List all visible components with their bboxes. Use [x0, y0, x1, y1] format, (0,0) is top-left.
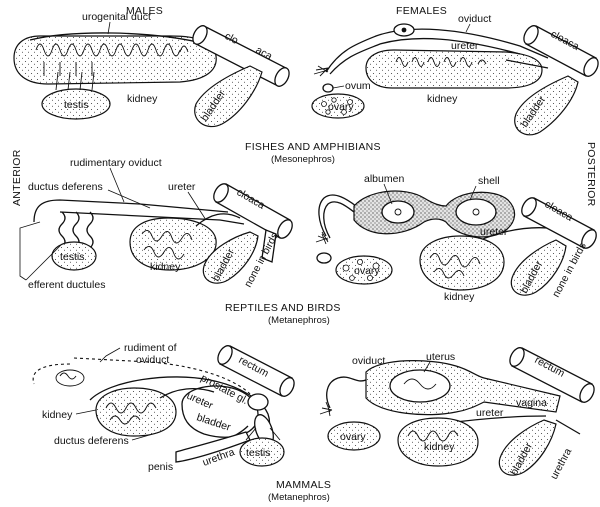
fish-female-diagram: FEMALES oviduct ureter cloaca ovum ovary… — [311, 5, 599, 136]
fish-male-urogenital-duct-label: urogenital duct — [82, 11, 151, 23]
fish-male-kidney — [13, 35, 217, 85]
reptile-male-ductus-deferens — [59, 211, 245, 225]
mammal-male-testis — [239, 437, 285, 467]
reptile-male-rudimentary-oviduct-label: rudimentary oviduct — [70, 157, 162, 169]
mammal-female-diagram: oviduct uterus rectum vagina ureter ovar… — [319, 347, 595, 481]
reptile-male-kidney — [129, 217, 217, 271]
mammal-female-urethra — [555, 419, 581, 435]
reptile-male-diagram: rudimentary oviduct ductus deferens uret… — [19, 157, 293, 291]
reptile-male-kidney-label: kidney — [150, 261, 181, 273]
fish-male-testis-label: testis — [64, 99, 89, 111]
reptile-male-rudimentary-oviduct — [33, 199, 229, 223]
column-female-title: FEMALES — [396, 5, 447, 17]
fish-female-kidney-label: kidney — [427, 93, 458, 105]
fish-female-ovary-label: ovary — [328, 101, 354, 113]
reptile-male-efferent-ductules-label: efferent ductules — [28, 279, 105, 291]
fish-female-bladder — [514, 75, 579, 136]
section-reptile-title: REPTILES AND BIRDS — [225, 302, 341, 314]
reptile-male-ureter-label: ureter — [168, 181, 196, 193]
fish-male-clo-label: clo — [223, 30, 241, 47]
mammal-male-penis-label: penis — [148, 461, 173, 473]
mammal-female-kidney-label: kidney — [424, 441, 455, 453]
reptile-female-oviduct — [318, 194, 357, 237]
mammal-male-kidney — [95, 387, 177, 437]
mammal-female-uterus-label: uterus — [426, 351, 455, 363]
mammal-female-ovary — [327, 421, 381, 451]
reptile-female-shell-label: shell — [478, 175, 500, 187]
mammal-female-kidney — [397, 417, 479, 467]
reptile-female-albumen-label: albumen — [364, 173, 404, 185]
reptile-male-ductus-deferens-label: ductus deferens — [28, 181, 103, 193]
mammal-female-vagina-label: vagina — [516, 397, 547, 409]
mammal-male-testis-label: testis — [246, 447, 271, 459]
reptile-female-ureter-label: ureter — [480, 226, 508, 238]
orientation-anterior: ANTERIOR — [11, 149, 23, 206]
reptile-male-ureter — [195, 213, 241, 227]
section-fish-title: FISHES AND AMPHIBIANS — [245, 141, 381, 153]
reptile-female-bladder — [510, 239, 567, 296]
fish-male-testis — [41, 88, 111, 120]
mammal-female-oviduct — [326, 376, 367, 409]
mammal-male-diagram: rudiment of oviduct rectum prostate gl. … — [32, 342, 295, 473]
fish-male-tubules — [35, 43, 189, 76]
section-reptile-subtitle: (Metanephros) — [268, 315, 330, 326]
mammal-male-kidney-label: kidney — [42, 409, 73, 421]
mammal-male-prostate — [247, 393, 269, 411]
reptile-female-ovary-label: ovary — [354, 265, 380, 277]
reptile-female-kidney — [419, 235, 505, 291]
reptile-male-bladder — [202, 231, 259, 284]
column-male-title: MALES — [126, 5, 163, 17]
section-mammal-subtitle: (Metanephros) — [268, 492, 330, 503]
reptile-female-diagram: albumen shell ureter cloaca ovary kidney… — [315, 173, 597, 303]
mammal-male-rudiment-oviduct — [32, 357, 251, 395]
reptile-female-kidney-label: kidney — [444, 291, 475, 303]
fish-female-ureter — [505, 59, 549, 69]
mammal-male-ureter — [159, 387, 215, 399]
section-fish-subtitle: (Mesonephros) — [271, 154, 335, 165]
fish-male-diagram: urogenital duct clo aca kidney testis bl… — [13, 11, 290, 128]
mammal-male-ductus-deferens-label: ductus deferens — [54, 435, 129, 447]
reptile-male-testis — [51, 241, 97, 271]
fish-female-ovum — [322, 83, 334, 93]
mammal-male-oviduct-label: oviduct — [136, 354, 169, 366]
fish-female-kidney — [365, 49, 543, 89]
mammal-female-oviduct-label: oviduct — [352, 355, 385, 367]
orientation-posterior: POSTERIOR — [585, 142, 597, 207]
fish-female-ureter-label: ureter — [451, 40, 479, 52]
reptile-male-testis-label: testis — [60, 251, 85, 263]
mammal-female-ureter-label: ureter — [476, 407, 504, 419]
mammal-female-bladder — [498, 419, 557, 476]
section-mammal-title: MAMMALS — [276, 479, 331, 491]
mammal-female-urethra-label: urethra — [548, 446, 574, 481]
mammal-female-ovary-label: ovary — [340, 431, 366, 443]
fish-female-oviduct-label: oviduct — [458, 13, 491, 25]
fish-female-ovum-label: ovum — [345, 80, 371, 92]
fish-male-kidney-label: kidney — [127, 93, 158, 105]
mammal-male-rudiment-of-label: rudiment of — [124, 342, 177, 354]
fish-female-oviduct — [325, 28, 549, 73]
fish-male-bladder — [194, 65, 263, 128]
